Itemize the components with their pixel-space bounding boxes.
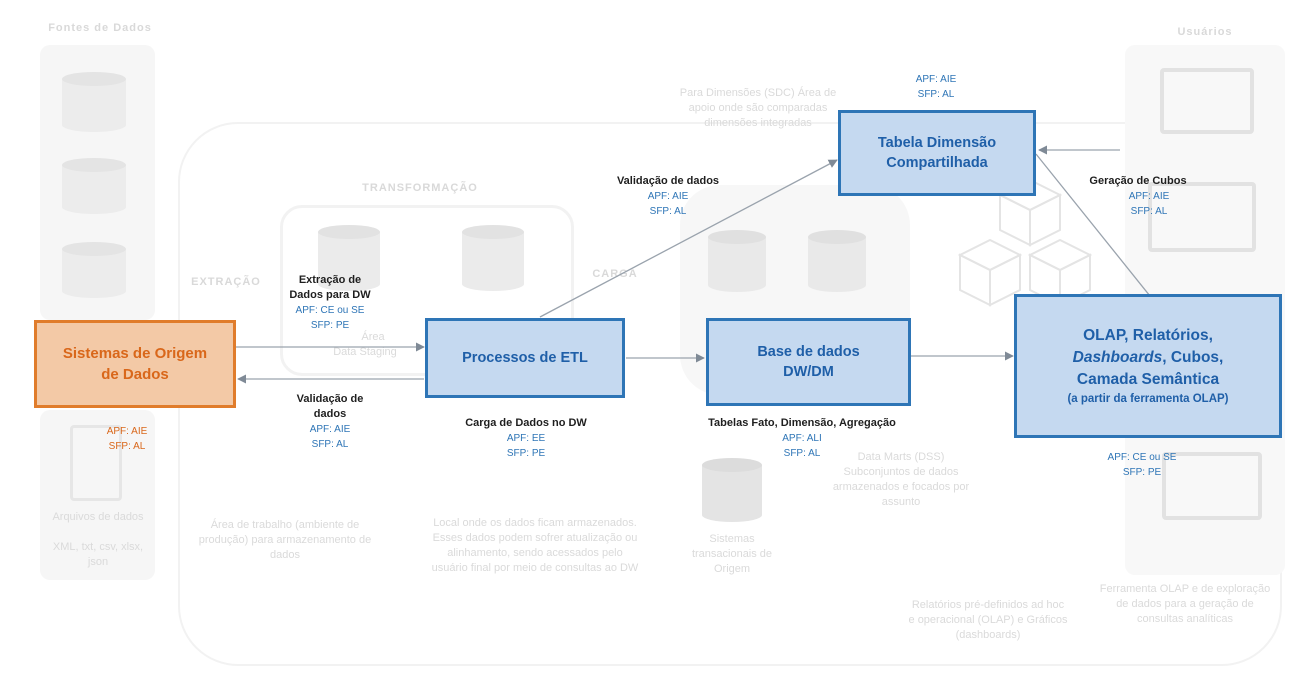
olap-line1: OLAP, Relatórios, xyxy=(1083,326,1213,344)
olap-line2: Dashboards, Cubos, xyxy=(1073,347,1224,369)
arrow-dim-to-olap xyxy=(1035,153,1151,297)
load-note: Local onde os dados ficam armazenados. E… xyxy=(431,517,639,574)
datamart-note: Data Marts (DSS) Subconjuntos de dados a… xyxy=(832,451,970,508)
dimension-metric-label: APF: AIE SFP: AL xyxy=(898,72,974,102)
source-systems-line1: Sistemas de Origem xyxy=(62,345,208,362)
validation-top-sfp: SFP: AL xyxy=(649,206,687,217)
dw-database-line1: Base de dados xyxy=(757,344,860,360)
database-icon xyxy=(462,225,524,291)
validation-top-label: Validação de dados APF: AIE SFP: AL xyxy=(598,174,738,219)
work-area-note: Área de trabalho (ambiente de produção) … xyxy=(198,519,372,561)
monitor-icon xyxy=(1162,452,1262,520)
extract-title: EXTRAÇÃO xyxy=(191,276,261,288)
shared-dimension-line2: Compartilhada xyxy=(886,155,988,171)
users-column-title: Usuários xyxy=(1177,26,1233,38)
source-metric-apf: APF: AIE xyxy=(106,426,148,437)
monitor-icon xyxy=(1160,68,1254,134)
cubes-title: Geração de Cubos xyxy=(1089,175,1187,187)
files-column xyxy=(40,410,155,580)
olap-tool-note: Ferramenta OLAP e de exploração de dados… xyxy=(1099,583,1271,625)
olap-reports-box[interactable]: OLAP, Relatórios, Dashboards, Cubos, Cam… xyxy=(1014,294,1282,438)
validation-left-sfp: SFP: AL xyxy=(311,439,349,450)
tables-label: Tabelas Fato, Dimensão, Agregação APF: A… xyxy=(684,416,920,461)
olap-line4: (a partir da ferramenta OLAP) xyxy=(1067,392,1229,405)
olap-line2-italic: Dashboards xyxy=(1072,348,1163,366)
olap-line2-rest: , Cubos, xyxy=(1162,348,1224,366)
transform-title: TRANSFORMAÇÃO xyxy=(362,182,478,194)
tables-apf: APF: ALI xyxy=(782,433,822,444)
source-metric-label: APF: AIE SFP: AL xyxy=(92,424,162,454)
document-icon xyxy=(70,425,122,501)
load-title: Carga de Dados no DW xyxy=(465,417,587,429)
cubes-label: Geração de Cubos APF: AIE SFP: AL xyxy=(1078,174,1198,219)
sources-column-title: Fontes de Dados xyxy=(48,22,152,34)
database-icon xyxy=(808,230,866,292)
files-label: Arquivos de dados xyxy=(52,511,144,523)
staging-label: Área xyxy=(361,331,385,343)
etl-process-label: Processos de ETL xyxy=(462,350,588,366)
validation-left-title-line2: dados xyxy=(313,408,347,420)
cubes-sfp: SFP: AL xyxy=(1130,206,1168,217)
database-icon xyxy=(702,458,762,522)
extraction-title-line1: Extração de xyxy=(298,274,362,286)
tables-sfp: SFP: AL xyxy=(783,448,821,459)
database-icon xyxy=(62,72,126,132)
source-db-note: Sistemas transacionais de Origem xyxy=(691,533,773,575)
files-formats: XML, txt, csv, xlsx, json xyxy=(52,541,144,568)
validation-top-title: Validação de dados xyxy=(616,175,720,187)
dim-note: Para Dimensões (SDC) Área de apoio onde … xyxy=(679,87,837,129)
source-systems-line2: de Dados xyxy=(101,366,169,383)
arrow-etl-to-dim xyxy=(539,159,838,318)
load-label: Carga de Dados no DW APF: EE SFP: PE xyxy=(442,416,610,461)
reports-note: Relatórios pré-definidos ad hoc e operac… xyxy=(908,599,1068,641)
monitor-icon xyxy=(1148,182,1256,252)
source-systems-box[interactable]: Sistemas de Origem de Dados xyxy=(34,320,236,408)
validation-left-label: Validação de dados APF: AIE SFP: AL xyxy=(278,392,382,452)
extraction-apf: APF: CE ou SE xyxy=(295,305,365,316)
cubes-apf: APF: AIE xyxy=(1128,191,1170,202)
load-sfp: SFP: PE xyxy=(506,448,546,459)
dimension-sfp: SFP: AL xyxy=(917,89,955,100)
extraction-title-line2: Dados para DW xyxy=(289,289,371,301)
load-apf: APF: EE xyxy=(506,433,546,444)
load-title: CARGA xyxy=(592,268,638,280)
dw-database-box[interactable]: Base de dados DW/DM xyxy=(706,318,911,406)
shared-dimension-line1: Tabela Dimensão xyxy=(877,135,997,151)
database-icon xyxy=(62,242,126,298)
olap-apf: APF: CE ou SE xyxy=(1107,452,1177,463)
olap-line3: Camada Semântica xyxy=(1076,370,1220,388)
staging-sub: Data Staging xyxy=(333,346,397,358)
extraction-sfp: SFP: PE xyxy=(310,320,350,331)
olap-sfp: SFP: PE xyxy=(1122,467,1162,478)
database-icon xyxy=(708,230,766,292)
validation-left-apf: APF: AIE xyxy=(309,424,351,435)
olap-metric-label: APF: CE ou SE SFP: PE xyxy=(1090,450,1194,480)
tables-title: Tabelas Fato, Dimensão, Agregação xyxy=(708,417,896,429)
database-icon xyxy=(62,158,126,214)
validation-top-apf: APF: AIE xyxy=(647,191,689,202)
database-icon xyxy=(318,225,380,291)
validation-left-title-line1: Validação de xyxy=(296,393,364,405)
source-metric-sfp: SFP: AL xyxy=(108,441,146,452)
dw-database-line2: DW/DM xyxy=(783,364,834,380)
etl-process-box[interactable]: Processos de ETL xyxy=(425,318,625,398)
extraction-label: Extração de Dados para DW APF: CE ou SE … xyxy=(270,273,390,333)
dimension-apf: APF: AIE xyxy=(915,74,957,85)
shared-dimension-box[interactable]: Tabela Dimensão Compartilhada xyxy=(838,110,1036,196)
